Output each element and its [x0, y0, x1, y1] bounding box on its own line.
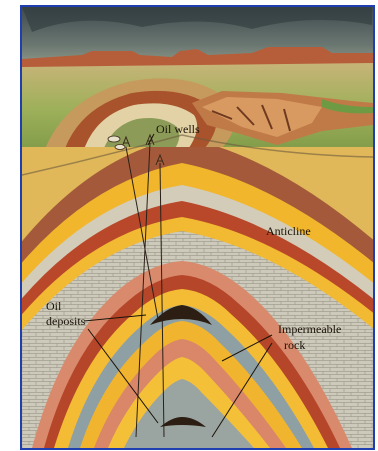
label-anticline: Anticline: [266, 224, 311, 238]
strata-group: [22, 137, 373, 448]
label-impermeable-line1: Impermeable: [278, 322, 341, 336]
anticline-cross-section: Oil wells Anticline Oil deposits Imperme…: [22, 7, 373, 448]
label-impermeable-line2: rock: [284, 338, 305, 352]
geology-illustration: Oil wells Anticline Oil deposits Imperme…: [20, 5, 375, 450]
label-oil-deposits-line2: deposits: [46, 314, 86, 328]
label-oil-deposits-line1: Oil: [46, 299, 62, 313]
label-oil-wells: Oil wells: [156, 122, 200, 136]
